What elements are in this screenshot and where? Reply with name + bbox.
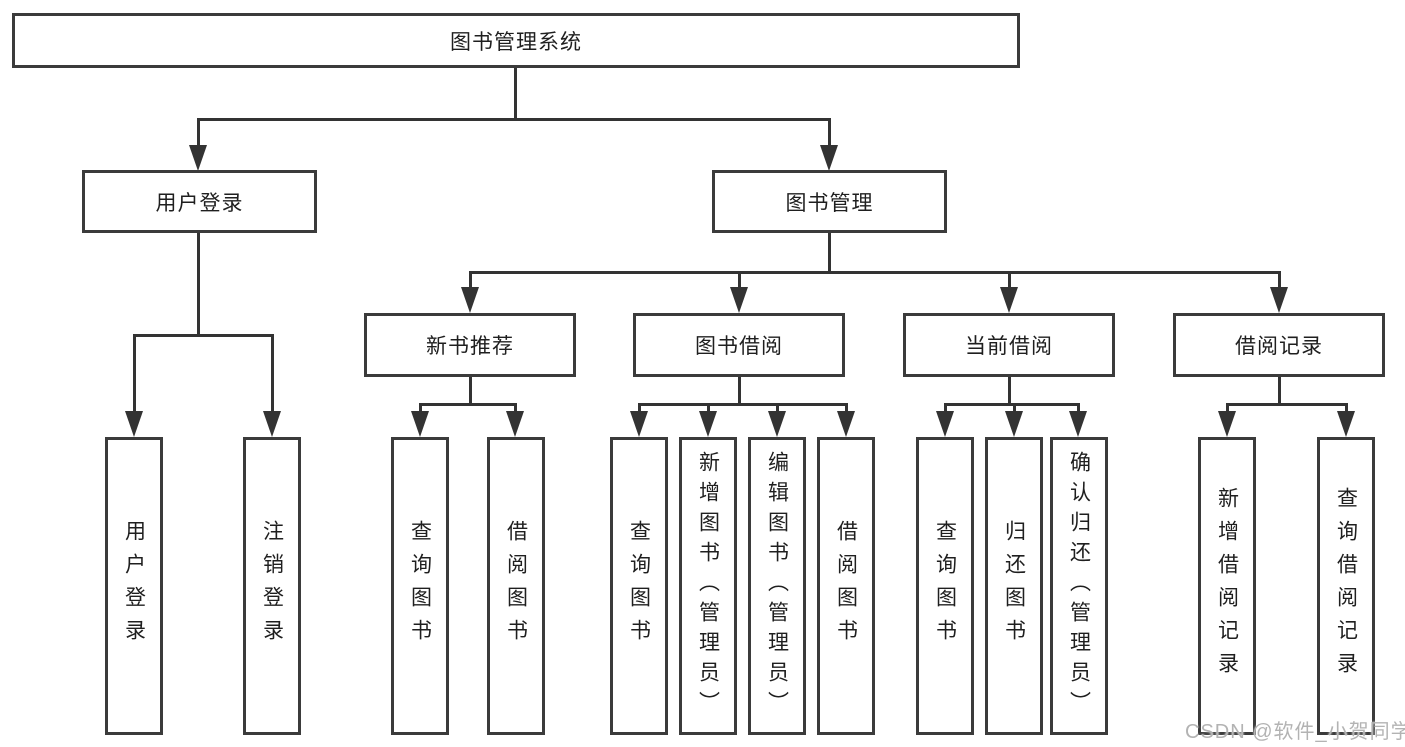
connector-line <box>197 233 200 337</box>
connector-line <box>514 68 517 121</box>
leaf-borrow-book-recommend-label: 借阅图书 <box>504 520 528 652</box>
leaf-query-borrow-record: 查询借阅记录 <box>1317 437 1375 735</box>
leaf-query-book-recommend-label: 查询图书 <box>408 520 432 652</box>
leaf-add-book-admin: 新增图书（管理员） <box>679 437 737 735</box>
leaf-borrow-book-borrowing-label: 借阅图书 <box>834 520 858 652</box>
connector-line <box>1008 271 1011 289</box>
leaf-query-book-current-label: 查询图书 <box>933 520 957 652</box>
leaf-query-borrow-record-label: 查询借阅记录 <box>1334 487 1358 685</box>
connector-line <box>1226 403 1347 406</box>
arrow-down-icon <box>1337 411 1355 437</box>
connector-line <box>469 271 1281 274</box>
connector-line <box>738 271 741 289</box>
connector-line <box>638 403 847 406</box>
arrow-down-icon <box>699 411 717 437</box>
arrow-down-icon <box>263 411 281 437</box>
arrow-down-icon <box>768 411 786 437</box>
arrow-down-icon <box>1270 287 1288 313</box>
leaf-query-book-recommend: 查询图书 <box>391 437 449 735</box>
arrow-down-icon <box>630 411 648 437</box>
node-borrowing-records: 借阅记录 <box>1173 313 1385 377</box>
connector-line <box>271 334 274 413</box>
arrow-down-icon <box>1000 287 1018 313</box>
leaf-logout: 注销登录 <box>243 437 301 735</box>
leaf-borrow-book-borrowing: 借阅图书 <box>817 437 875 735</box>
connector-line <box>828 233 831 274</box>
csdn-watermark: CSDN @软件_小贺同学 <box>1185 721 1405 743</box>
leaf-return-book: 归还图书 <box>985 437 1043 735</box>
leaf-confirm-return-admin: 确认归还（管理员） <box>1050 437 1108 735</box>
arrow-down-icon <box>189 145 207 171</box>
arrow-down-icon <box>820 145 838 171</box>
connector-line <box>707 403 710 414</box>
arrow-down-icon <box>411 411 429 437</box>
connector-line <box>1008 377 1011 406</box>
connector-line <box>738 377 741 406</box>
connector-line <box>1278 271 1281 289</box>
leaf-user-login-label: 用户登录 <box>122 520 146 652</box>
connector-line <box>197 118 200 148</box>
connector-line <box>1013 403 1016 414</box>
connector-line <box>419 403 517 406</box>
leaf-borrow-book-recommend: 借阅图书 <box>487 437 545 735</box>
leaf-add-book-admin-label: 新增图书（管理员） <box>696 451 720 721</box>
arrow-down-icon <box>1005 411 1023 437</box>
arrow-down-icon <box>730 287 748 313</box>
connector-line <box>845 403 848 414</box>
leaf-query-book-current: 查询图书 <box>916 437 974 735</box>
node-book-management: 图书管理 <box>712 170 947 233</box>
leaf-query-book-borrowing: 查询图书 <box>610 437 668 735</box>
connector-line <box>638 403 641 414</box>
leaf-return-book-label: 归还图书 <box>1002 520 1026 652</box>
connector-line <box>419 403 422 414</box>
node-library-management-system: 图书管理系统 <box>12 13 1020 68</box>
connector-line <box>1077 403 1080 414</box>
leaf-edit-book-admin-label: 编辑图书（管理员） <box>765 451 789 721</box>
node-current-borrowing: 当前借阅 <box>903 313 1115 377</box>
arrow-down-icon <box>506 411 524 437</box>
arrow-down-icon <box>125 411 143 437</box>
leaf-edit-book-admin: 编辑图书（管理员） <box>748 437 806 735</box>
arrow-down-icon <box>1069 411 1087 437</box>
connector-line <box>133 334 274 337</box>
leaf-user-login: 用户登录 <box>105 437 163 735</box>
connector-line <box>197 118 831 121</box>
connector-line <box>828 118 831 148</box>
leaf-logout-label: 注销登录 <box>260 520 284 652</box>
connector-line <box>944 403 1080 406</box>
leaf-query-book-borrowing-label: 查询图书 <box>627 520 651 652</box>
arrow-down-icon <box>461 287 479 313</box>
node-user-login: 用户登录 <box>82 170 317 233</box>
connector-line <box>514 403 517 414</box>
connector-line <box>469 271 472 289</box>
node-new-book-recommendation: 新书推荐 <box>364 313 576 377</box>
arrow-down-icon <box>936 411 954 437</box>
connector-line <box>1278 377 1281 406</box>
connector-line <box>944 403 947 414</box>
connector-line <box>1226 403 1229 414</box>
leaf-confirm-return-admin-label: 确认归还（管理员） <box>1067 451 1091 721</box>
arrow-down-icon <box>1218 411 1236 437</box>
leaf-add-borrow-record-label: 新增借阅记录 <box>1215 487 1239 685</box>
leaf-add-borrow-record: 新增借阅记录 <box>1198 437 1256 735</box>
connector-line <box>469 377 472 406</box>
connector-line <box>133 334 136 413</box>
connector-line <box>1345 403 1348 414</box>
node-book-borrowing: 图书借阅 <box>633 313 845 377</box>
connector-line <box>776 403 779 414</box>
arrow-down-icon <box>837 411 855 437</box>
